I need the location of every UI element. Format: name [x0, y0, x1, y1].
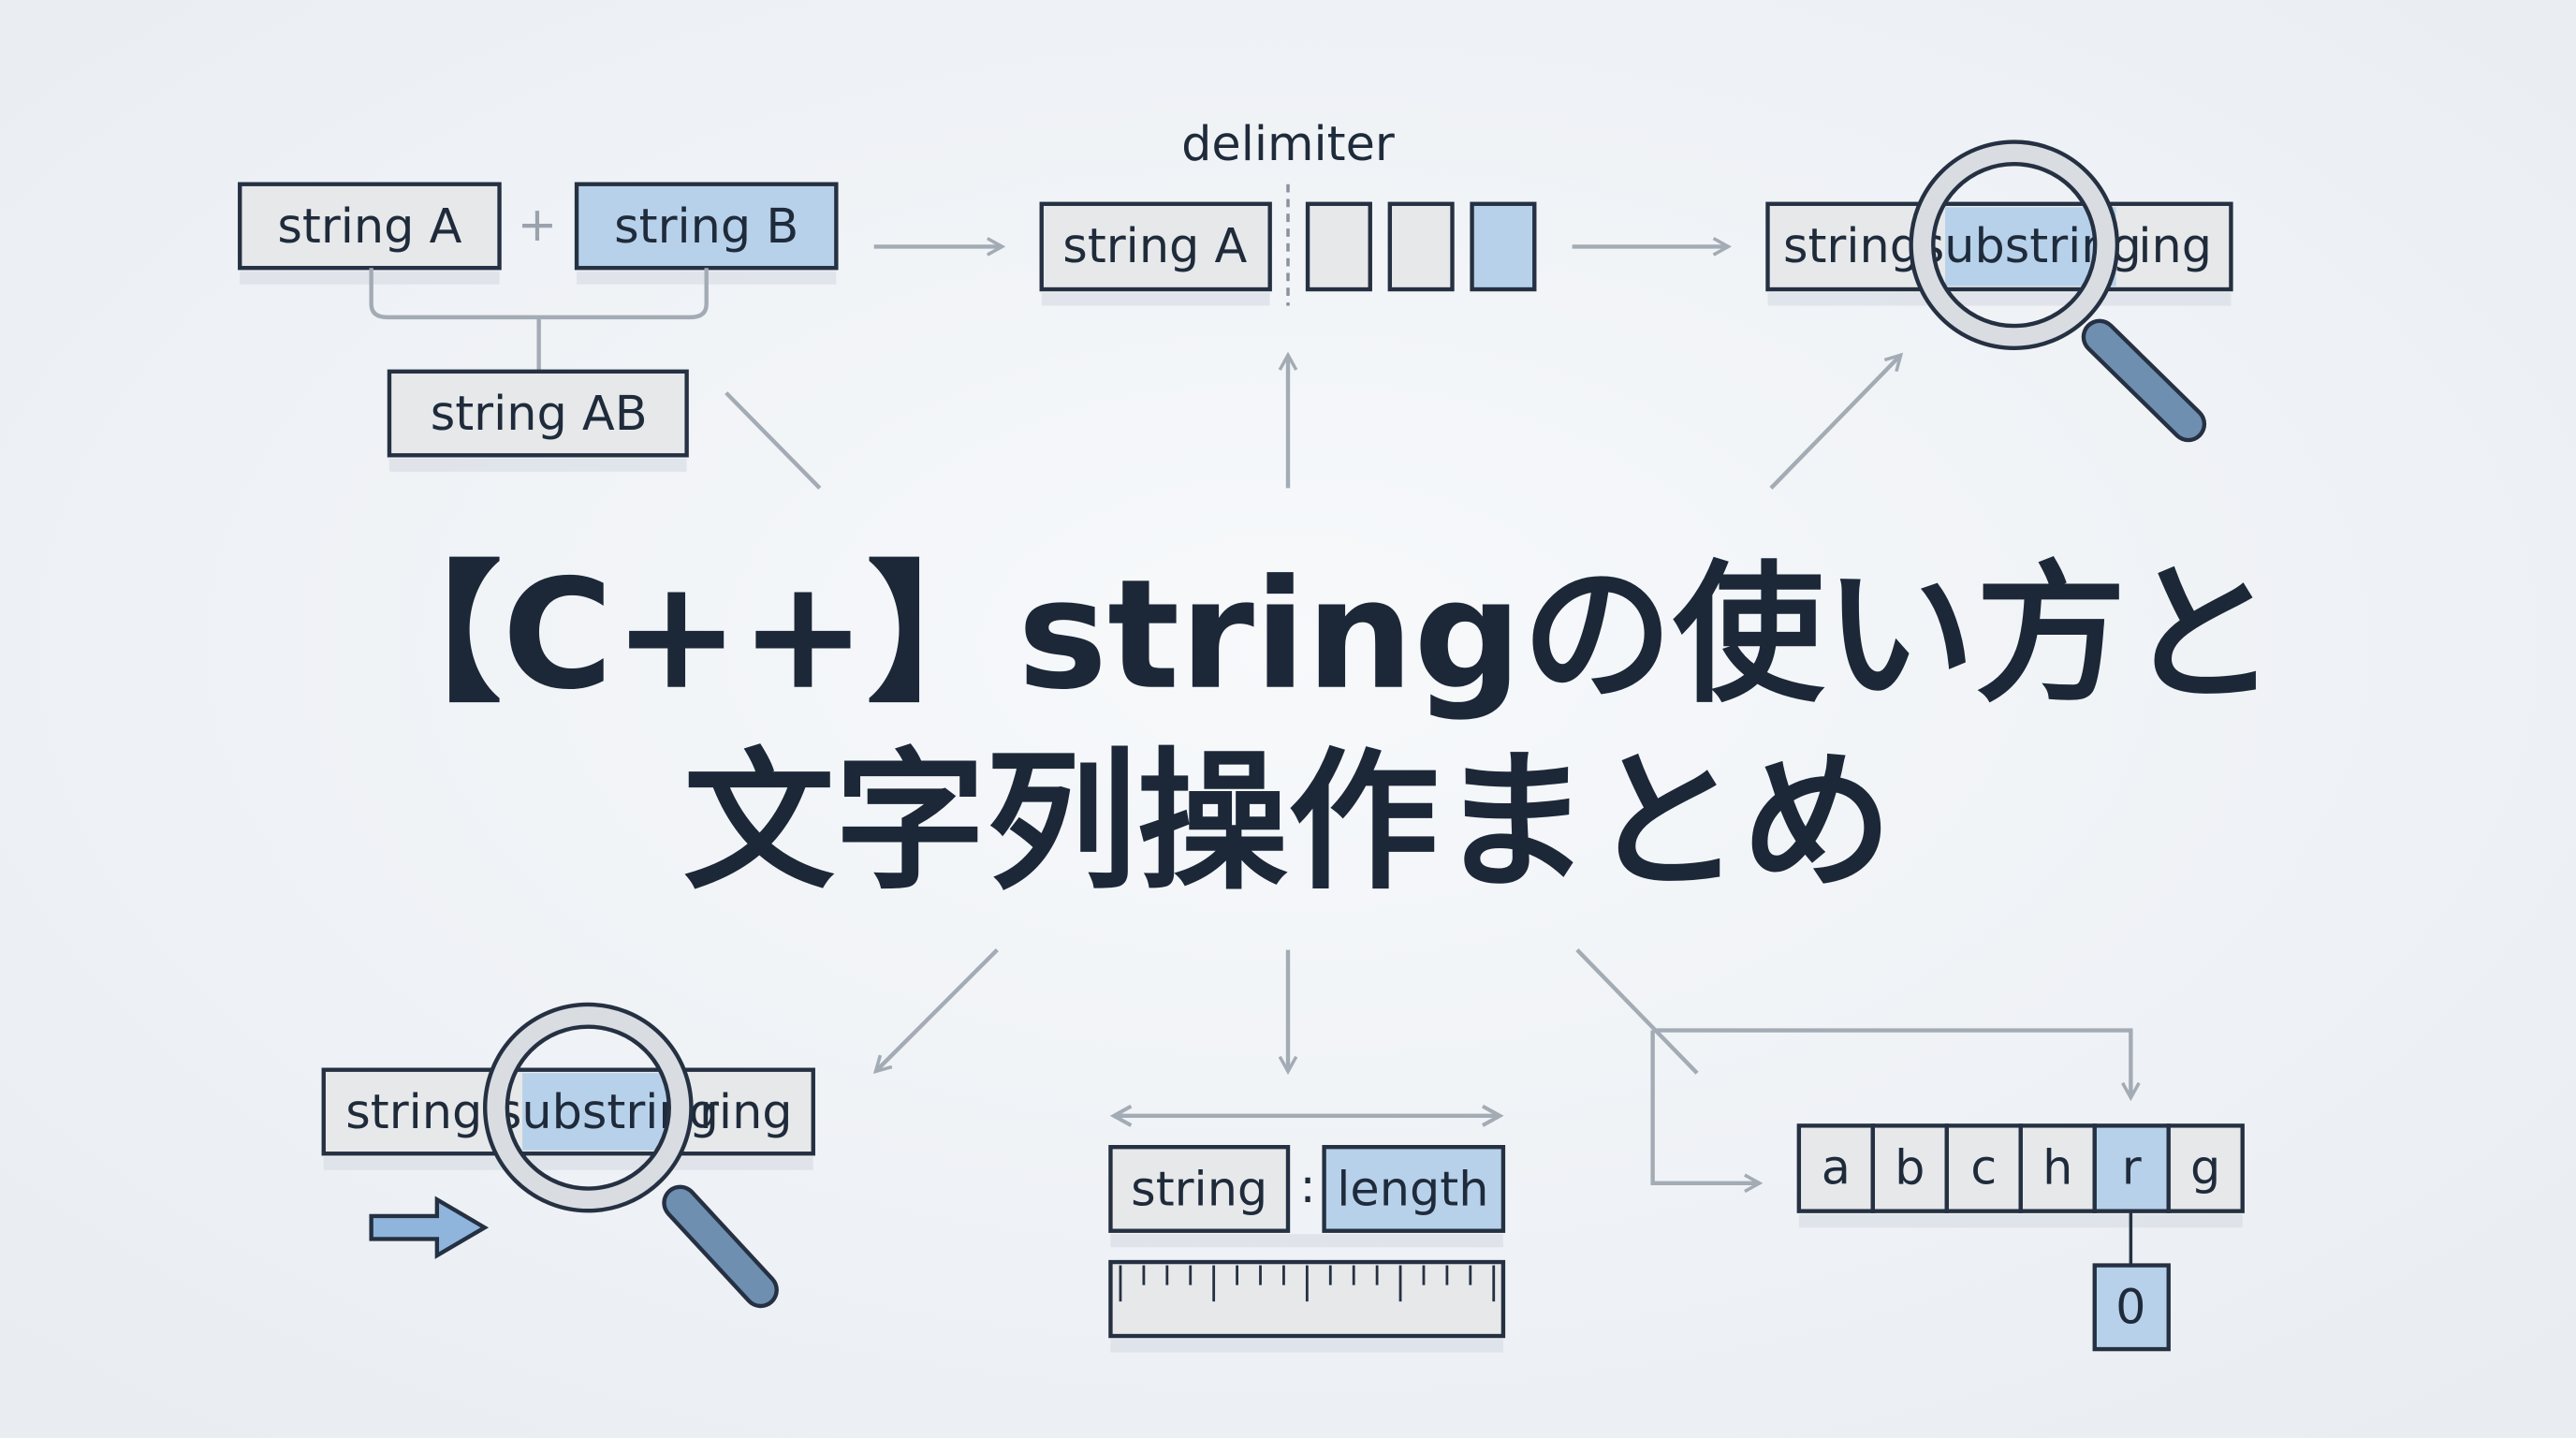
split-piece-highlight [1470, 201, 1537, 292]
string-a-box [238, 182, 502, 271]
delimiter-label: delimiter [1181, 117, 1395, 172]
index-value-label: 0 [2115, 1281, 2145, 1336]
char-label: r [2122, 1141, 2142, 1196]
arrow-up-right [1769, 355, 1901, 490]
string-prefix: string [1783, 219, 1920, 274]
length-string-box [1108, 1145, 1291, 1233]
split-string-a-label: string A [1062, 219, 1247, 274]
length-string-label: string [1131, 1162, 1267, 1217]
char-cell [2166, 1123, 2245, 1213]
substring-highlight [1945, 207, 2116, 286]
substring-highlight [522, 1073, 674, 1151]
string-b-label: string B [614, 199, 798, 255]
index-value-box [2092, 1263, 2171, 1352]
string-b-box [574, 182, 839, 271]
magnifier-icon [1909, 139, 2207, 443]
char-cell [1944, 1123, 2023, 1213]
char-label: c [1970, 1141, 1997, 1196]
char-cell [1870, 1123, 1949, 1213]
magnifier-icon [482, 1002, 779, 1309]
connector-line [1575, 948, 1699, 1075]
char-cell [2018, 1123, 2097, 1213]
string-prefix: string [345, 1085, 482, 1140]
string-ab-box [387, 369, 689, 458]
char-label: b [1895, 1141, 1925, 1196]
char-label: h [2042, 1141, 2072, 1196]
index-connector [1652, 1028, 2131, 1098]
split-diagram: delimiter string A [1039, 117, 1537, 306]
string-suffix: ring [699, 1085, 793, 1140]
ruler-ticks [1119, 1265, 1496, 1302]
plus-sign: + [518, 198, 558, 253]
length-method-box [1322, 1145, 1506, 1233]
arrow-right-icon [369, 1196, 490, 1259]
char-label: a [1822, 1141, 1851, 1196]
arrow-down-left [875, 948, 999, 1072]
title-line-2: 文字列操作まとめ [683, 735, 1893, 911]
title-line-1: 【C++】stringの使い方と [351, 548, 2277, 724]
length-diagram: string : length [1108, 1116, 1506, 1353]
index-connector [1650, 1030, 1760, 1183]
char-label: g [2190, 1141, 2220, 1196]
split-piece [1387, 201, 1455, 292]
length-method-label: length [1337, 1162, 1488, 1217]
merge-bracket [369, 268, 709, 372]
string-a-label: string A [277, 199, 461, 255]
length-colon: : [1299, 1159, 1315, 1214]
concat-diagram: string A + string B string AB [238, 182, 839, 472]
search-bottom-diagram: string substring ring [321, 1002, 815, 1309]
string-suffix: ing [2138, 219, 2212, 274]
split-string-a-box [1039, 201, 1272, 292]
search-top-diagram: string substring ing [1765, 139, 2233, 443]
connector-line [724, 391, 822, 490]
string-ab-label: string AB [431, 387, 648, 442]
split-piece [1305, 201, 1372, 292]
